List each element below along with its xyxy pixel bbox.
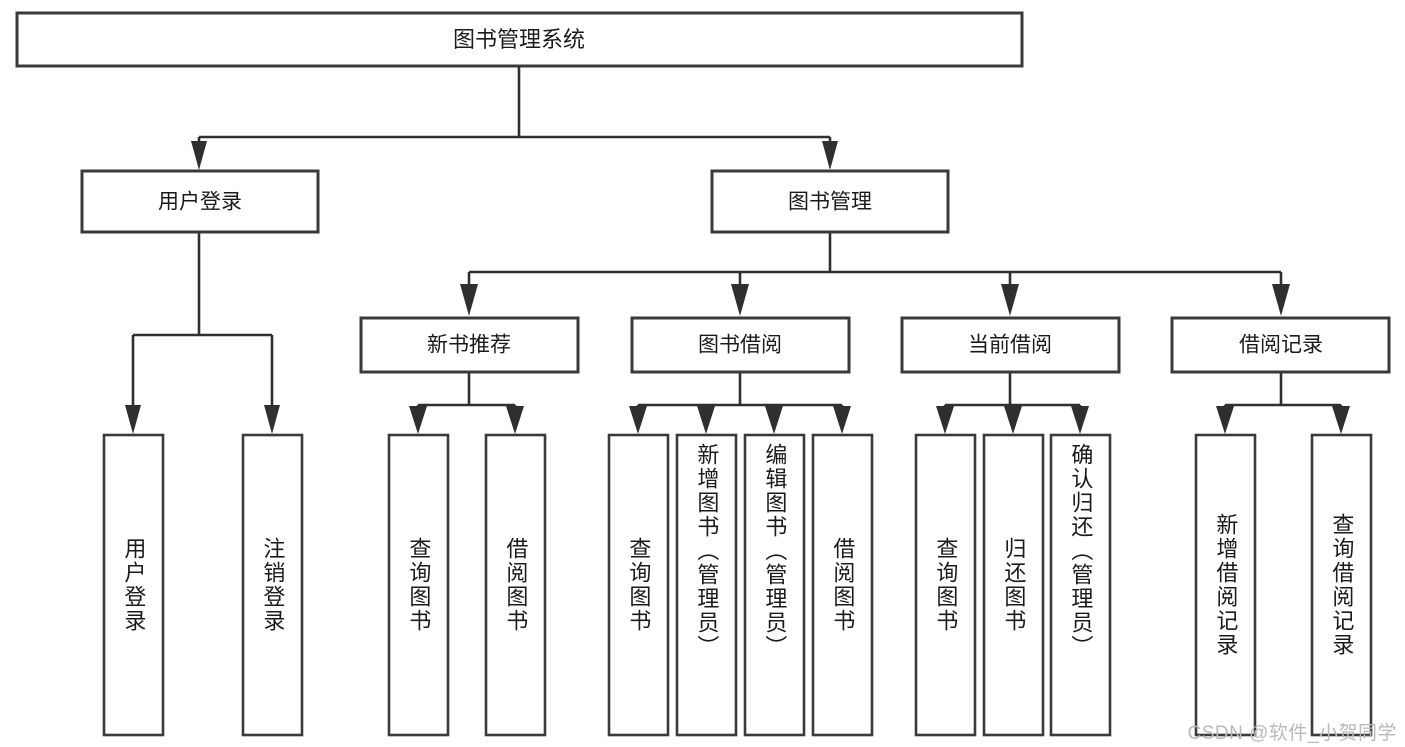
arrow-to-user-login [191,141,207,170]
node-current-borrow-box[interactable] [900,316,1121,374]
node-user-login[interactable]: 用户登录 [80,169,320,234]
node-book-borrow[interactable]: 图书借阅 [630,316,851,374]
arrow-to-leaf-edit-book [765,406,783,434]
leaf-box-logout-login[interactable] [241,433,304,737]
node-new-book-recommend[interactable]: 新书推荐 [359,316,580,374]
leaf-box-add-book[interactable] [675,433,738,737]
leaf-box-confirm-return[interactable] [1049,433,1112,737]
node-current-borrow-label: 当前借阅 [968,334,1052,357]
node-root-label: 图书管理系统 [453,27,585,52]
node-borrow-record-label: 借阅记录 [1239,334,1323,357]
leaf-boxes-book-borrow [607,433,874,737]
leaf-boxes-current-borrow [914,433,1112,737]
node-book-manage-box[interactable] [710,169,950,234]
connector-group-new-book-recommend [409,372,524,434]
leaf-box-query-book-2[interactable] [607,433,670,737]
arrow-to-book-borrow [731,284,749,316]
node-user-login-label: 用户登录 [158,191,242,214]
leaf-box-query-record[interactable] [1310,433,1373,737]
arrow-to-leaf-user-login [125,405,141,434]
arrow-to-current-borrow [1001,284,1019,316]
arrow-to-leaf-query-book-3 [936,406,954,434]
leaf-box-query-book-3[interactable] [914,433,977,737]
connector-group-book-manage [460,232,1290,316]
connector-group-book-borrow [629,372,851,434]
arrow-to-leaf-add-book [697,406,715,434]
node-book-borrow-label: 图书借阅 [698,334,782,357]
leaf-box-query-book-1[interactable] [387,433,450,737]
arrow-to-new-book-recommend [460,284,478,316]
node-book-manage-label: 图书管理 [788,191,872,214]
arrow-to-leaf-query-record [1332,406,1350,434]
leaf-box-return-book[interactable] [982,433,1045,737]
leaf-box-borrow-book-1[interactable] [484,433,547,737]
node-new-book-recommend-label: 新书推荐 [427,334,511,357]
arrow-to-leaf-add-record [1216,406,1234,434]
leaf-box-borrow-book-2[interactable] [811,433,874,737]
node-book-manage[interactable]: 图书管理 [710,169,950,234]
node-current-borrow[interactable]: 当前借阅 [900,316,1121,374]
arrow-to-leaf-borrow-book-1 [506,406,524,434]
arrow-to-borrow-record [1272,284,1290,316]
node-new-book-recommend-box[interactable] [359,316,580,374]
connector-group-user-login [125,232,280,434]
arrow-to-leaf-query-book-1 [409,406,427,434]
node-root[interactable]: 图书管理系统 [15,11,1024,68]
node-root-box[interactable] [15,11,1024,68]
connector-group-root [191,66,838,170]
leaf-boxes-new-book-recommend [387,433,547,737]
connector-group-borrow-record [1216,372,1350,434]
csdn-watermark: CSDN @软件_小贺同学 [1187,723,1397,744]
leaf-box-user-login[interactable] [102,433,165,737]
node-user-login-box[interactable] [80,169,320,234]
leaf-boxes-borrow-record [1194,433,1373,737]
arrow-to-book-manage [822,141,838,170]
arrow-to-leaf-borrow-book-2 [833,406,851,434]
arrow-to-leaf-logout-login [264,405,280,434]
node-book-borrow-box[interactable] [630,316,851,374]
leaf-box-edit-book[interactable] [743,433,806,737]
leaf-box-add-record[interactable] [1194,433,1257,737]
arrow-to-leaf-return-book [1004,406,1022,434]
leaf-boxes-user-login [102,433,304,737]
node-borrow-record-box[interactable] [1170,316,1391,374]
arrow-to-leaf-query-book-2 [629,406,647,434]
arrow-to-leaf-confirm-return [1071,406,1089,434]
node-borrow-record[interactable]: 借阅记录 [1170,316,1391,374]
connector-group-current-borrow [936,372,1089,434]
